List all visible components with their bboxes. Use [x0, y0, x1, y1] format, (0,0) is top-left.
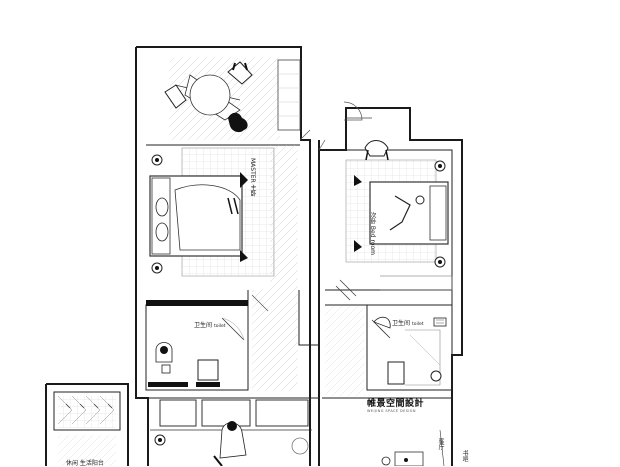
left-toilet-cn: 卫生间	[194, 322, 213, 329]
balcony	[57, 395, 116, 466]
dog-icon	[228, 112, 248, 133]
chair-icon	[164, 84, 187, 109]
right-toilet	[371, 316, 447, 386]
left-toilet-label: 卫生间 toilet	[194, 320, 226, 329]
master-bedroom-en: MASTER	[249, 158, 256, 183]
sink-icon	[387, 361, 405, 385]
corridor-right	[325, 306, 365, 396]
shower-icon	[373, 316, 391, 329]
second-bedroom-en: Bed room	[369, 225, 376, 255]
brand-logo: 帷景空間設計 WEIJING SPACE DESIGN	[367, 396, 424, 413]
chair-icon	[364, 140, 389, 157]
left-toilet-en: toilet	[213, 324, 226, 329]
person-icon	[219, 422, 247, 459]
doors	[251, 101, 363, 312]
right-toilet-label: 卫生间 toilet	[392, 318, 424, 327]
second-bedroom	[335, 117, 453, 301]
living-room	[150, 399, 445, 466]
master-bedroom-cn: 主卧	[249, 184, 256, 197]
second-bedroom-cn: 次卧	[369, 212, 376, 224]
sink-icon	[197, 359, 219, 381]
storage-label: 书吧	[461, 450, 468, 462]
living-room-label: 客厅	[437, 438, 444, 450]
second-bedroom-label: 次卧 Bed room	[368, 212, 377, 255]
brand-subtitle: WEIJING SPACE DESIGN	[367, 409, 416, 413]
balcony-label: 休闲 生活阳台	[66, 460, 104, 467]
left-toilet	[148, 317, 245, 387]
corridor	[252, 290, 298, 390]
right-toilet-cn: 卫生间	[392, 320, 411, 327]
master-bedroom-label: MASTER 主卧	[248, 158, 257, 197]
brand-title: 帷景空間設計	[367, 399, 425, 409]
toilet-icon	[430, 370, 442, 382]
master-bedroom	[149, 58, 301, 295]
right-toilet-en: toilet	[411, 322, 424, 327]
dark-wall-band	[146, 300, 248, 306]
